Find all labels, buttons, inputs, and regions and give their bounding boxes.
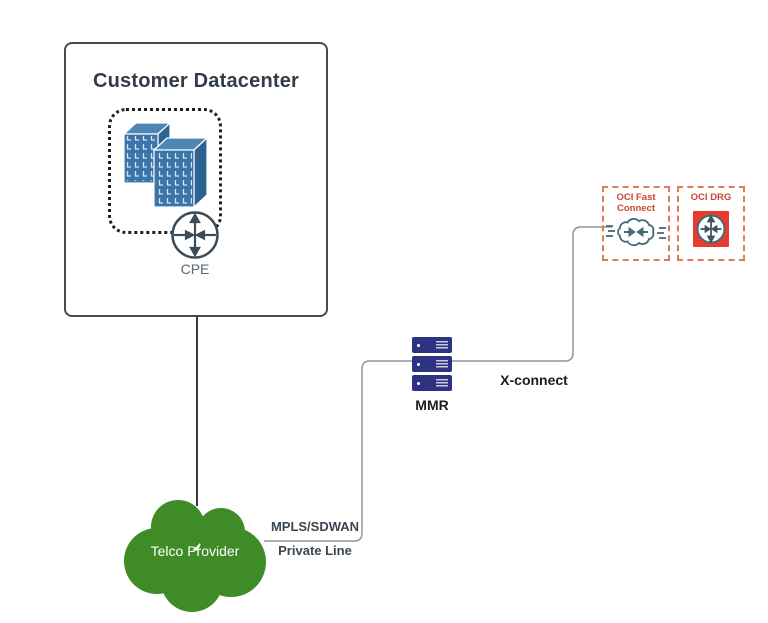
oci-fastconnect-label: OCI Fast Connect	[604, 192, 668, 214]
oci-drg-label: OCI DRG	[690, 192, 732, 203]
buildings-group-outline	[108, 108, 222, 234]
oci-fastconnect-label-line1: OCI Fast	[616, 192, 656, 203]
customer-datacenter-box: Customer Datacenter	[64, 42, 328, 317]
oci-drg-box: OCI DRG	[677, 186, 745, 261]
mmr-server-stack	[412, 337, 452, 394]
server-led-dot	[417, 344, 420, 347]
mmr-label: MMR	[415, 397, 449, 413]
oci-fastconnect-label-line2: Connect	[617, 203, 655, 214]
fastconnect-cloud-icon	[606, 218, 666, 247]
server-vent-grill	[436, 341, 448, 349]
server-icon	[412, 356, 452, 372]
server-led-dot	[417, 382, 420, 385]
customer-datacenter-title: Customer Datacenter	[92, 70, 300, 92]
telco-provider-label: Telco Provider	[150, 543, 240, 559]
x-connect-label: X-connect	[500, 372, 568, 388]
mpls-sdwan-label-line1: MPLS/SDWAN	[270, 519, 360, 534]
server-vent-grill	[436, 360, 448, 368]
cpe-router-icon	[171, 211, 219, 259]
drg-router-icon	[693, 211, 729, 247]
mpls-sdwan-label-line2: Private Line	[278, 543, 352, 558]
server-icon	[412, 337, 452, 353]
oci-fastconnect-box: OCI Fast Connect	[602, 186, 670, 261]
server-icon	[412, 375, 452, 391]
server-vent-grill	[436, 379, 448, 387]
cpe-label: CPE	[180, 261, 210, 277]
buildings-icon	[122, 121, 209, 209]
server-led-dot	[417, 363, 420, 366]
